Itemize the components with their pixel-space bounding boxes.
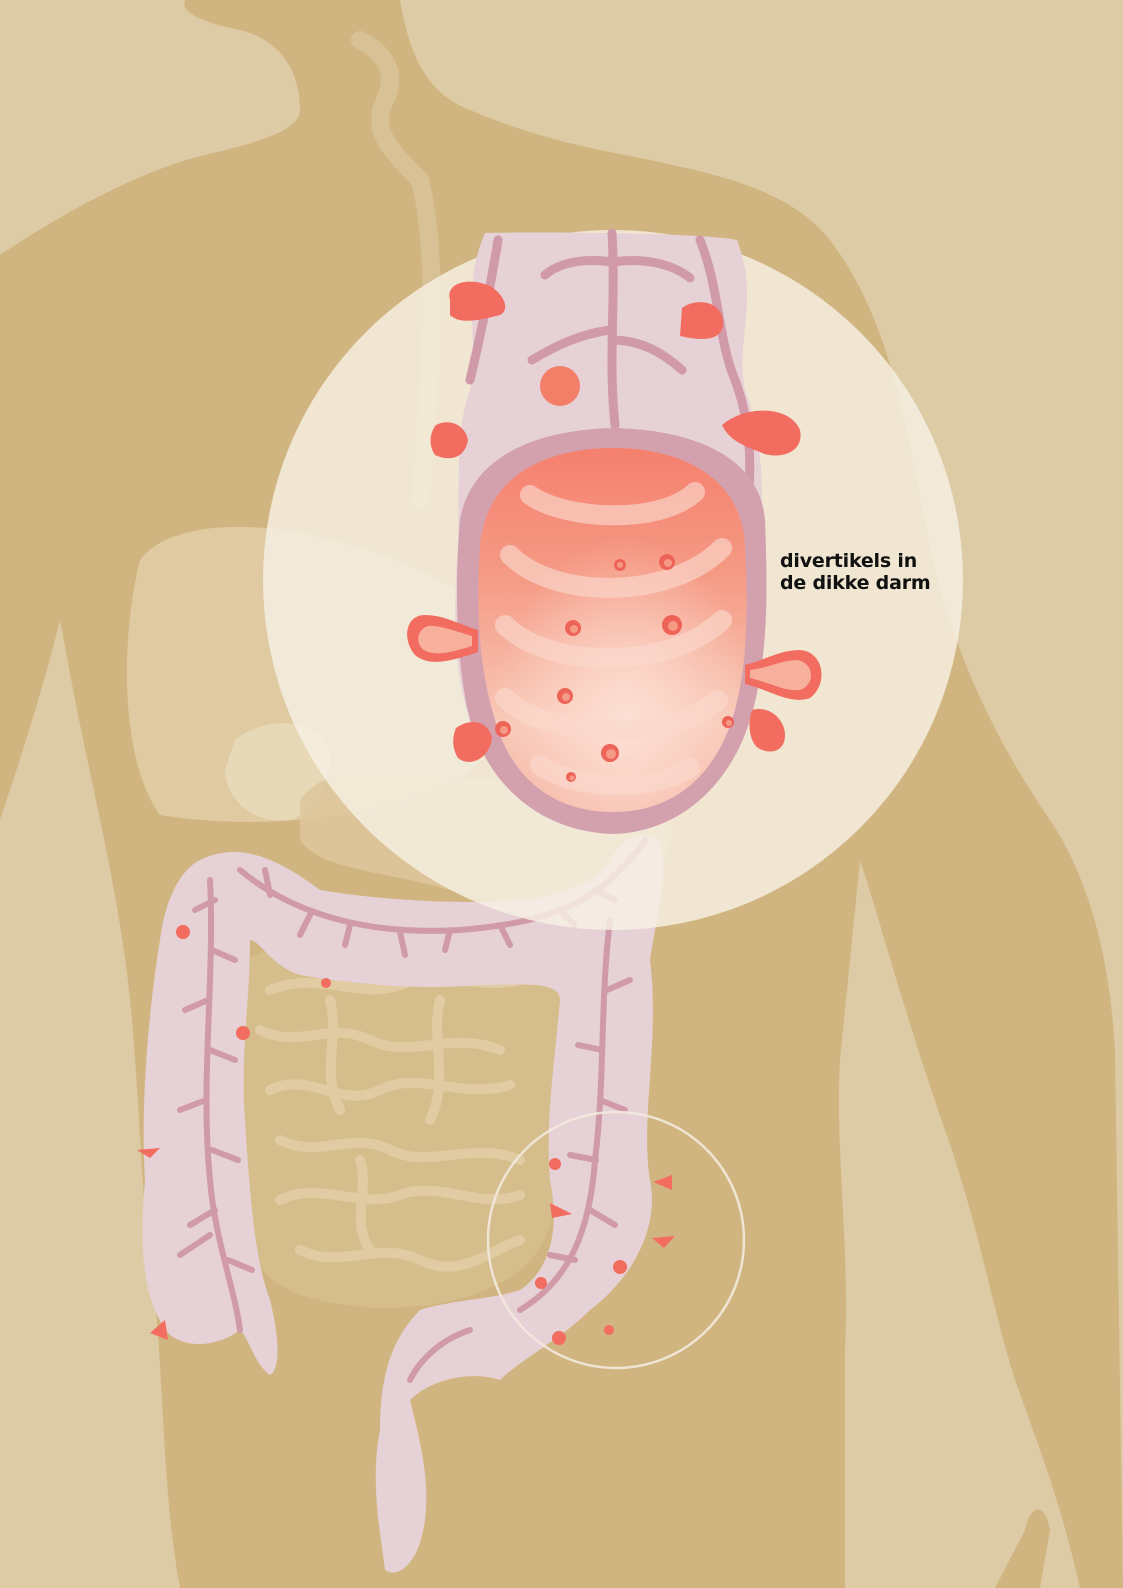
small-intestine xyxy=(233,934,566,1308)
label-line-1: divertikels in xyxy=(780,550,970,572)
diverticula-label: divertikels in de dikke darm xyxy=(780,550,970,594)
diverticulum xyxy=(540,366,580,406)
label-line-2: de dikke darm xyxy=(780,572,970,594)
